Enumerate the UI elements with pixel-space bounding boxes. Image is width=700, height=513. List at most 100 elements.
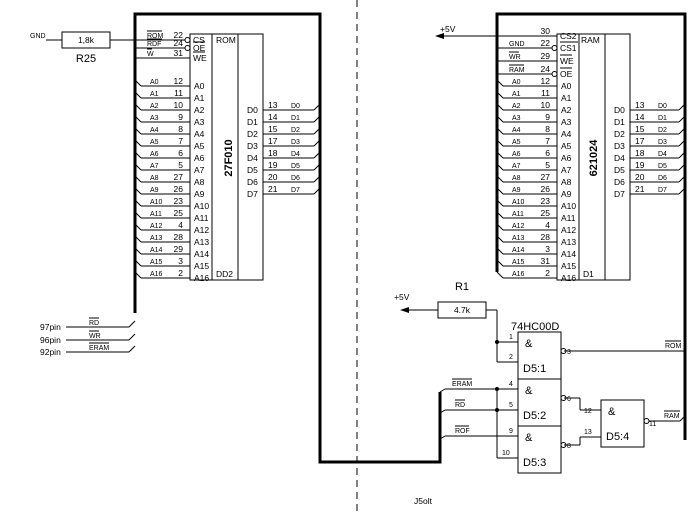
pin-name: A8 bbox=[561, 177, 572, 187]
signal-ram-addr: A5 bbox=[512, 139, 521, 146]
signal-ram-addr: A15 bbox=[512, 259, 525, 266]
nand-gate-2 bbox=[517, 378, 562, 427]
pin-name: A2 bbox=[194, 105, 205, 115]
pin-number: 30 bbox=[541, 26, 551, 36]
bus-tap bbox=[496, 91, 504, 99]
pin-number: 22 bbox=[541, 38, 551, 48]
pin-name: CS bbox=[193, 35, 205, 45]
pin-number: 2 bbox=[178, 268, 183, 278]
pin-name: A10 bbox=[194, 201, 209, 211]
pin-name: OE bbox=[560, 69, 573, 79]
signal-rom-addr: A1 bbox=[150, 91, 159, 98]
signal-ram-addr: A9 bbox=[512, 187, 521, 194]
pin-number: 15 bbox=[635, 124, 645, 134]
pin-name: D2 bbox=[247, 129, 258, 139]
bus-tap bbox=[439, 409, 446, 414]
ram-body bbox=[578, 33, 606, 281]
pin-number: 23 bbox=[174, 196, 184, 206]
signal-rof: ROF bbox=[455, 428, 470, 435]
pin-number: 3 bbox=[545, 244, 550, 254]
pin-number: 19 bbox=[268, 160, 278, 170]
pin-number: 5 bbox=[509, 402, 513, 409]
arrow-left-icon bbox=[435, 33, 444, 39]
signal-ram-addr: A10 bbox=[512, 199, 525, 206]
bus-tap bbox=[496, 79, 504, 87]
pin-number: 15 bbox=[268, 124, 278, 134]
bus-tap bbox=[134, 271, 142, 279]
bus-tap bbox=[134, 199, 142, 207]
bus-tap bbox=[439, 435, 446, 440]
pin-number: 7 bbox=[545, 136, 550, 146]
pin-name: A16 bbox=[561, 273, 576, 283]
pin-name: CS2 bbox=[560, 31, 577, 41]
signal-rom-data: D5 bbox=[291, 163, 300, 170]
pin-name: A9 bbox=[561, 189, 572, 199]
pin-number: 17 bbox=[635, 136, 645, 146]
pin-name: WE bbox=[560, 56, 574, 66]
pin-number: 19 bbox=[635, 160, 645, 170]
bus-tap bbox=[313, 139, 321, 147]
bus-tap bbox=[496, 259, 504, 267]
bus-tap bbox=[678, 115, 686, 123]
inverter-bubble bbox=[551, 45, 558, 51]
bus-tap bbox=[678, 127, 686, 135]
pin-name: A6 bbox=[194, 153, 205, 163]
arrow-left-icon bbox=[400, 307, 409, 313]
signal-rom-addr: A2 bbox=[150, 103, 159, 110]
r25-net-label: GND bbox=[30, 33, 46, 40]
pin-name: A4 bbox=[561, 129, 572, 139]
r1-ref: R1 bbox=[455, 281, 469, 293]
pin-entry-label: 92pin bbox=[40, 347, 61, 357]
pin-number: 8 bbox=[545, 124, 550, 134]
pin-name: A15 bbox=[561, 261, 576, 271]
bus-tap bbox=[134, 259, 142, 267]
bus-tap bbox=[134, 91, 142, 99]
resistor-r1: +5V 4.7k R1 bbox=[394, 281, 497, 319]
signal-ram-data: D3 bbox=[658, 139, 667, 146]
bus-tap bbox=[313, 127, 321, 135]
gate-ref: D5:1 bbox=[523, 363, 546, 375]
signal-rom-addr: A10 bbox=[150, 199, 163, 206]
bus-tap bbox=[134, 127, 142, 135]
signal-ram-ctrl: GND bbox=[509, 41, 525, 48]
pin-name: A11 bbox=[194, 213, 209, 223]
ram-ref: D1 bbox=[583, 269, 594, 279]
bus-tap bbox=[679, 415, 686, 422]
signal-ram-addr: A11 bbox=[512, 211, 524, 218]
pin-number: 3 bbox=[567, 349, 571, 356]
bus-tap bbox=[313, 175, 321, 183]
pin-name: A0 bbox=[561, 81, 572, 91]
bus-tap bbox=[134, 103, 142, 111]
pin-number: 9 bbox=[509, 428, 513, 435]
bus-tap bbox=[313, 187, 321, 195]
pin-name: OE bbox=[193, 43, 206, 53]
bus-tap bbox=[496, 235, 504, 243]
signal-ram-addr: A8 bbox=[512, 175, 521, 182]
bus-tap bbox=[134, 115, 142, 123]
bus-tap bbox=[496, 103, 504, 111]
gate-symbol: & bbox=[525, 338, 533, 350]
signal-rom-addr: A9 bbox=[150, 187, 159, 194]
pin-name: A1 bbox=[561, 93, 572, 103]
signal-rom-data: D1 bbox=[291, 115, 300, 122]
pin-number: 12 bbox=[174, 76, 184, 86]
pin-number: 25 bbox=[174, 208, 184, 218]
signal-rom: ROM bbox=[665, 343, 682, 350]
bus-tap bbox=[496, 115, 504, 123]
signal-rom-addr: A3 bbox=[150, 115, 159, 122]
pin-number: 2 bbox=[509, 354, 513, 361]
nand-gate-1 bbox=[517, 331, 562, 380]
pin-entry-signal: WR bbox=[89, 333, 101, 340]
signal-ram-addr: A7 bbox=[512, 163, 521, 170]
pin-name: A2 bbox=[561, 105, 572, 115]
logic-chip-label: 74HC00D bbox=[511, 321, 559, 333]
bus-tap bbox=[134, 175, 142, 183]
bus-tap bbox=[134, 151, 142, 159]
pin-name: A13 bbox=[561, 237, 576, 247]
pin-name: D6 bbox=[614, 177, 625, 187]
pin-number: 6 bbox=[178, 148, 183, 158]
pin-name: D2 bbox=[614, 129, 625, 139]
pin-number: 4 bbox=[509, 381, 513, 388]
pin-name: A5 bbox=[561, 141, 572, 151]
pin-name: A4 bbox=[194, 129, 205, 139]
